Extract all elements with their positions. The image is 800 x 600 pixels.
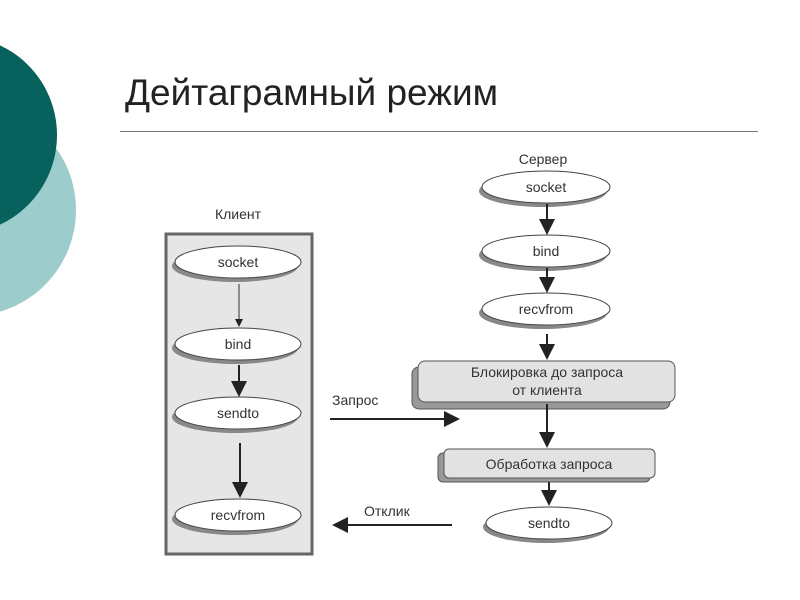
svg-text:sendto: sendto (528, 515, 570, 531)
client-step-recvfrom: recvfrom (172, 498, 302, 535)
svg-text:Обработка запроса: Обработка запроса (486, 456, 613, 472)
client-step-socket: socket (172, 245, 302, 282)
slide-title: Дейтаграмный режим (125, 72, 499, 113)
server-step-recvfrom: recvfrom (479, 292, 611, 329)
server-process-request: Обработка запроса (437, 448, 656, 483)
server-step-sendto: sendto (483, 506, 613, 543)
svg-text:socket: socket (218, 254, 259, 270)
svg-text:socket: socket (526, 179, 567, 195)
response-label: Отклик (364, 503, 411, 519)
svg-text:bind: bind (533, 243, 559, 259)
server-label: Сервер (519, 151, 568, 167)
client-label: Клиент (215, 206, 262, 222)
request-label: Запрос (332, 392, 378, 408)
svg-text:bind: bind (225, 336, 251, 352)
dark-circle-decor (0, 45, 57, 225)
svg-text:Блокировка до запроса: Блокировка до запроса (471, 364, 623, 380)
svg-text:recvfrom: recvfrom (519, 301, 573, 317)
server-step-socket: socket (479, 170, 611, 207)
server-block-wait: Блокировка до запроса от клиента (411, 360, 676, 410)
svg-text:sendto: sendto (217, 405, 259, 421)
client-step-bind: bind (172, 327, 302, 364)
title-divider (120, 131, 758, 132)
svg-text:recvfrom: recvfrom (211, 507, 265, 523)
svg-text:от клиента: от клиента (512, 382, 582, 398)
client-step-sendto: sendto (172, 396, 302, 433)
server-step-bind: bind (479, 234, 611, 271)
